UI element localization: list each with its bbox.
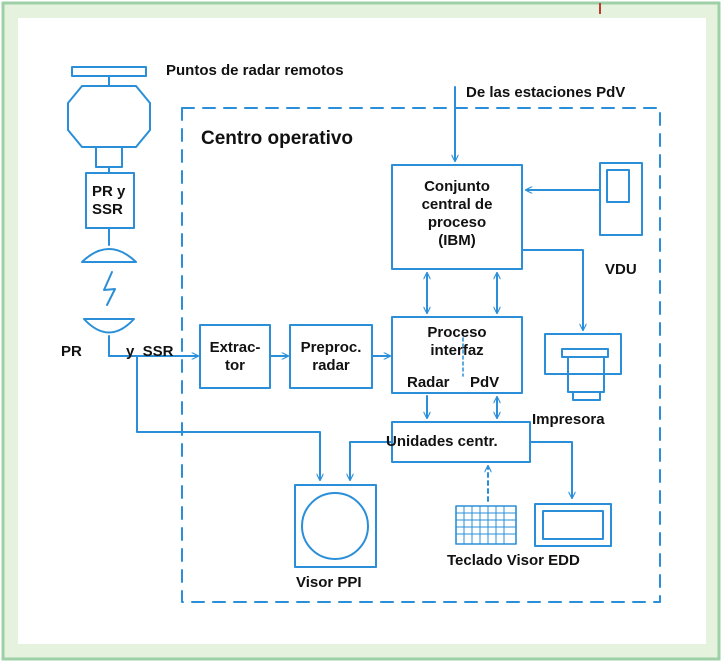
pr-label: PR <box>61 343 82 360</box>
extractor-label: Extrac-tor <box>209 339 261 374</box>
printer-label: Impresora <box>532 411 605 428</box>
pr-ssr-line1: PR y <box>92 183 126 200</box>
link-cpu-printer <box>521 249 583 331</box>
keyboard-edd-label: Teclado Visor EDD <box>447 552 580 569</box>
radar-dome-icon <box>67 85 151 148</box>
link-central-ppi <box>350 441 393 481</box>
preproc-label: Preproc.radar <box>300 339 362 374</box>
tx-dish-icon <box>81 248 137 263</box>
from-stations-label: De las estaciones PdV <box>466 84 626 101</box>
ppi-label: Visor PPI <box>296 574 362 591</box>
vdu-label: VDU <box>605 261 637 278</box>
ops-centre-title: Centro operativo <box>201 128 354 149</box>
cpu-box <box>391 164 523 270</box>
central-units-label: Unidades centr. <box>386 433 498 450</box>
interface-box <box>391 316 523 394</box>
keyboard-grid <box>456 506 516 544</box>
ops-centre-boundary <box>181 107 661 603</box>
rx-dish-icon <box>83 318 135 334</box>
ppi-display-icon <box>294 484 377 568</box>
pr-ssr-line2: SSR <box>92 201 123 218</box>
edd-display-icon <box>534 503 612 547</box>
remote-radars-label: Puntos de radar remotos <box>166 62 344 79</box>
radio-link-icon <box>103 271 116 306</box>
link-radar-ppi <box>136 355 320 481</box>
y-ssr-label: y SSR <box>126 343 174 360</box>
interface-radar-label: Radar <box>407 374 450 391</box>
link-central-edd <box>529 441 572 499</box>
vdu-icon <box>599 162 643 236</box>
interface-pdv-label: PdV <box>470 374 500 391</box>
inner-panel <box>18 18 706 644</box>
keyboard-icon <box>455 505 517 545</box>
printer-icon <box>544 333 622 375</box>
ppi-scope-icon <box>301 492 369 560</box>
